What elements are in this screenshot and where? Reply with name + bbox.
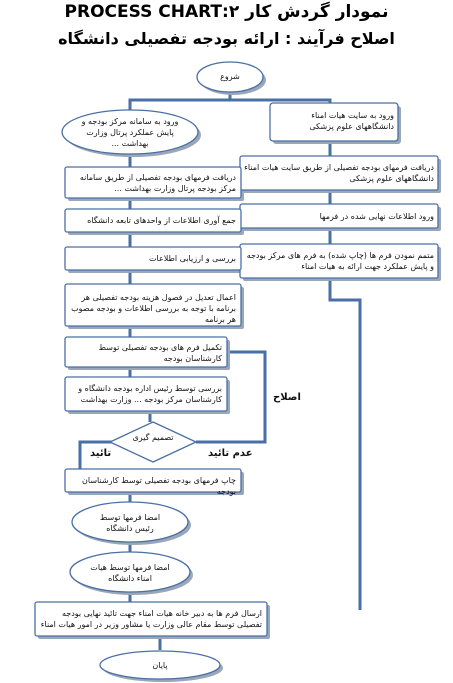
left-5-label: اعمال تعدیل در فصول هزینه بودجه تفصیلی ه… <box>71 293 236 324</box>
left-4-label: بررسی و ارزیابی اطلاعات <box>149 254 236 263</box>
left-3-shape <box>64 208 242 233</box>
left-1-label: ورود به سامانه مرکز بودجه و پایش عملکرد … <box>81 117 179 148</box>
chart-title: نمودار گردش کار ۲:PROCESS CHART <box>64 2 389 22</box>
reject-label: عدم تائید <box>208 448 253 459</box>
left-3-label: جمع آوری اطلاعات از واحدهای تابعه دانشگا… <box>87 216 236 225</box>
left-7-shape <box>64 376 228 412</box>
connector-dec-revise <box>196 350 267 444</box>
left-5-shape <box>64 283 242 327</box>
send-shape <box>34 601 268 637</box>
right-1-label: ورود به سایت هیات امناء دانشگاههای علوم … <box>309 111 394 131</box>
right-4-label: متمم نمودن فرم ها (چاپ شده) به فرم های م… <box>246 251 434 271</box>
decision-shape <box>108 421 198 463</box>
left-2-shape <box>64 166 242 199</box>
end-shape <box>99 650 221 680</box>
left-6-shape <box>64 336 228 368</box>
start-label: شروع <box>220 72 240 81</box>
approve-label: تائید <box>90 448 112 459</box>
left-1-shape <box>61 109 199 155</box>
print-shape <box>64 468 242 493</box>
start-shape <box>196 61 264 93</box>
sign-2-label: امضا فرمها توسط هیات امناء دانشگاه <box>90 563 170 583</box>
left-2-label: دریافت فرمهای بودجه تفصیلی از طریق سامان… <box>79 173 236 193</box>
revise-label: اصلاح <box>273 392 301 403</box>
send-label: ارسال فرم ها به دبیر خانه هیات امناء جهت… <box>40 609 262 629</box>
right-3-label: ورود اطلاعات نهایی شده در فرمها <box>319 212 434 221</box>
connector-dec-print <box>78 440 112 470</box>
print-label: چاپ فرمهای بودجه تفصیلی توسط کارشناسان ب… <box>82 476 236 496</box>
connector-r4-down <box>328 278 362 610</box>
decision-label: تصمیم گیری <box>132 433 174 442</box>
left-6-label: تکمیل فرم های بودجه تفصیلی توسط کارشناسا… <box>98 343 222 363</box>
sign-2-shape <box>69 551 191 593</box>
sign-1-shape <box>71 501 189 543</box>
right-2-label: دریافت فرمهای بودجه تفصیلی از طریق سایت … <box>244 163 434 183</box>
right-1-shape <box>269 102 399 142</box>
left-4-shape <box>64 246 242 271</box>
connector-start-left <box>128 93 232 112</box>
shapes <box>34 61 439 680</box>
chart-subtitle: اصلاح فرآیند : ارائه بودجه تفصیلی دانشگا… <box>58 29 395 48</box>
left-7-label: بررسی توسط رئیس اداره بودجه دانشگاه و کا… <box>78 384 222 404</box>
sign-1-label: امضا فرمها توسط رئیس دانشگاه <box>99 513 161 533</box>
end-label: پایان <box>152 661 168 670</box>
